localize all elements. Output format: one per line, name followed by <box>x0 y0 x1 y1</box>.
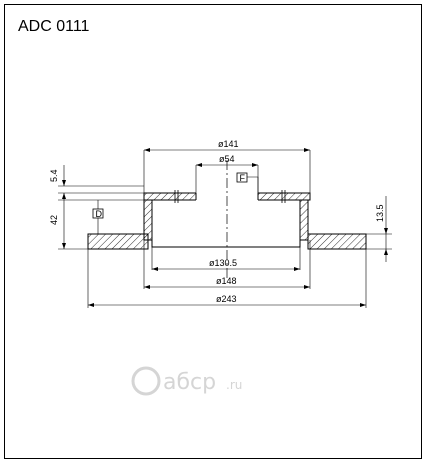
dim-d130-5: ø130.5 <box>151 247 301 271</box>
dim-d148-label: ø148 <box>216 276 237 286</box>
dim-disc-thickness-label: 13.5 <box>375 204 385 222</box>
drawing-frame <box>4 4 422 459</box>
dim-hat-thickness-label: 5.4 <box>49 169 59 182</box>
dim-d243: ø243 <box>87 249 367 308</box>
dim-hat-height-label: 42 <box>49 215 59 225</box>
dim-d243-label: ø243 <box>216 294 237 304</box>
dim-disc-thickness: 13.5 <box>366 196 392 262</box>
dim-left-heights: 5.4 42 <box>49 165 144 250</box>
datum-d-label: D <box>96 209 103 219</box>
logo-ring-icon <box>131 366 161 396</box>
watermark-tld: .ru <box>226 378 242 392</box>
dim-d148: ø148 <box>143 240 311 289</box>
friction-ring-right <box>307 233 367 250</box>
datum-f-label: F <box>240 173 246 183</box>
watermark-logo: aбcp .ru <box>131 366 242 396</box>
hat-wall-left <box>143 199 153 241</box>
watermark-brand: aбcp <box>163 370 216 395</box>
datum-f-marker: F <box>236 172 259 193</box>
friction-ring-left <box>87 233 149 250</box>
hat-wall-right <box>299 199 309 241</box>
dim-d141-label: ø141 <box>218 139 239 149</box>
part-code-label: ADC 0111 <box>18 18 90 35</box>
dim-d54-label: ø54 <box>219 154 235 164</box>
dim-d130-5-label: ø130.5 <box>209 258 237 268</box>
datum-d-marker: D <box>92 200 104 234</box>
